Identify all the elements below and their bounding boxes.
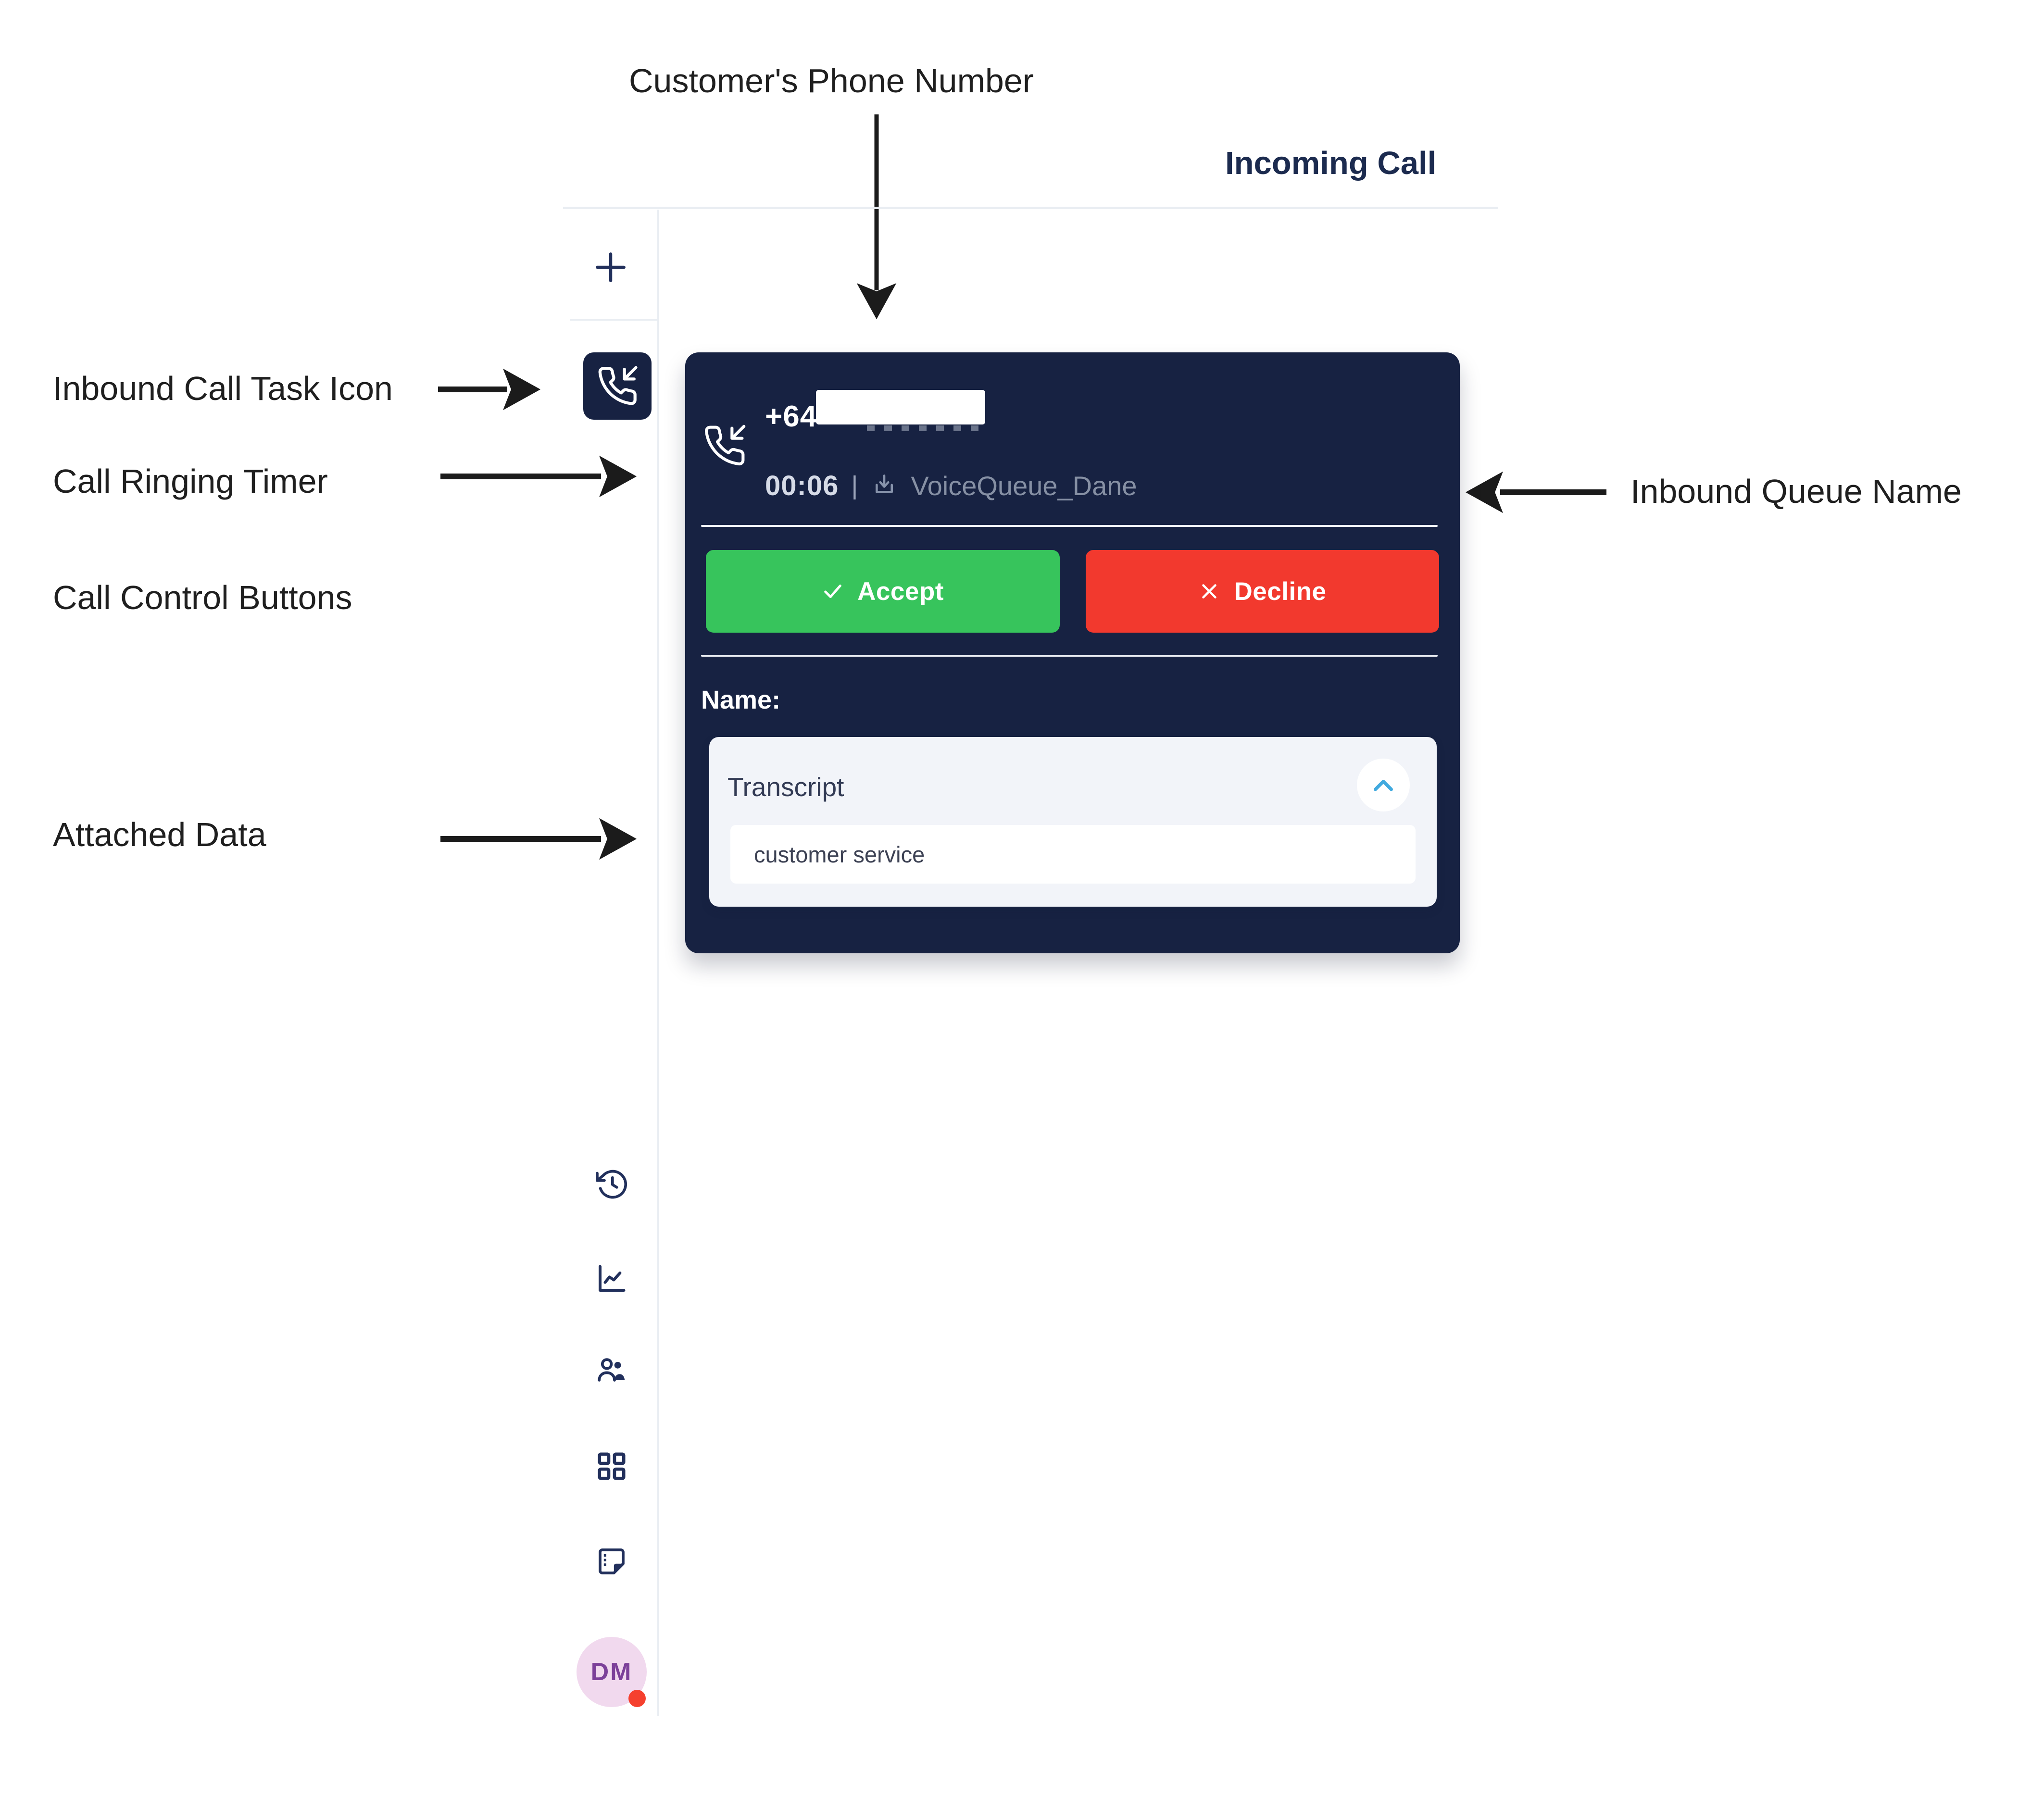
sidebar-item-history[interactable]	[591, 1164, 632, 1204]
phone-incoming-icon	[598, 366, 638, 405]
analytics-icon	[599, 1265, 626, 1292]
phone-number-redaction	[816, 390, 985, 424]
card-divider-top	[701, 525, 1438, 527]
attached-data-title: Transcript	[727, 772, 844, 802]
call-ringing-timer: 00:06	[765, 470, 839, 501]
annotation-call-ringing-timer: Call Ringing Timer	[53, 462, 328, 500]
sidebar-item-analytics[interactable]	[591, 1259, 632, 1299]
sidebar-item-notes[interactable]	[591, 1541, 632, 1582]
decline-button[interactable]: Decline	[1086, 550, 1439, 633]
sidebar-item-contacts[interactable]	[591, 1350, 632, 1390]
phone-number-redaction-dashes	[867, 425, 978, 431]
attached-data-value: customer service	[754, 841, 925, 867]
phone-incoming-icon	[705, 424, 746, 466]
arrow-to-ringing-timer	[440, 455, 637, 498]
attached-data-value-box: customer service	[730, 825, 1416, 884]
sidebar-sub-divider	[570, 319, 657, 321]
annotation-inbound-call-task-icon: Inbound Call Task Icon	[53, 370, 393, 407]
contacts-icon	[598, 1358, 625, 1382]
arrow-to-phone-number	[856, 114, 897, 320]
avatar-initials: DM	[590, 1658, 633, 1686]
sidebar-item-apps[interactable]	[591, 1446, 632, 1486]
notes-icon	[599, 1548, 625, 1574]
sidebar-divider	[657, 210, 659, 1716]
incoming-call-card: +64 00:06 | VoiceQueue_Dane Accept Decl	[685, 352, 1460, 953]
meta-separator: |	[851, 471, 858, 500]
arrow-to-queue-name	[1465, 471, 1606, 513]
chevron-up-icon	[1374, 780, 1393, 791]
annotation-call-control-buttons: Call Control Buttons	[53, 579, 352, 616]
check-icon	[824, 585, 841, 598]
x-icon	[1202, 584, 1217, 599]
accept-button[interactable]: Accept	[706, 550, 1060, 633]
customer-phone-number: +64	[765, 400, 817, 433]
collapse-panel-button[interactable]	[1357, 759, 1410, 811]
decline-button-label: Decline	[1234, 577, 1327, 606]
history-icon	[596, 1170, 627, 1199]
annotation-inbound-queue-name: Inbound Queue Name	[1630, 473, 1962, 510]
plus-icon	[596, 252, 626, 282]
grid-icon	[598, 1452, 626, 1480]
inbound-call-task-button[interactable]	[583, 352, 652, 420]
add-task-button[interactable]	[589, 246, 632, 289]
queue-download-icon	[876, 474, 893, 493]
call-meta-row: 00:06 | VoiceQueue_Dane	[765, 468, 1137, 503]
inbound-queue-name: VoiceQueue_Dane	[911, 470, 1137, 501]
page-title: Incoming Call	[1225, 145, 1437, 181]
header-divider	[563, 207, 1498, 209]
presence-status-dot	[628, 1690, 646, 1707]
accept-button-label: Accept	[857, 577, 944, 606]
attached-data-panel[interactable]: Transcript customer service	[709, 737, 1437, 907]
annotation-customer-phone-number: Customer's Phone Number	[629, 62, 1034, 100]
name-label: Name:	[701, 686, 781, 714]
avatar[interactable]: DM	[577, 1637, 647, 1707]
card-divider-bottom	[701, 655, 1438, 657]
arrow-to-task-icon	[438, 368, 541, 411]
arrow-to-attached-data	[440, 818, 637, 860]
annotation-attached-data: Attached Data	[53, 816, 266, 853]
